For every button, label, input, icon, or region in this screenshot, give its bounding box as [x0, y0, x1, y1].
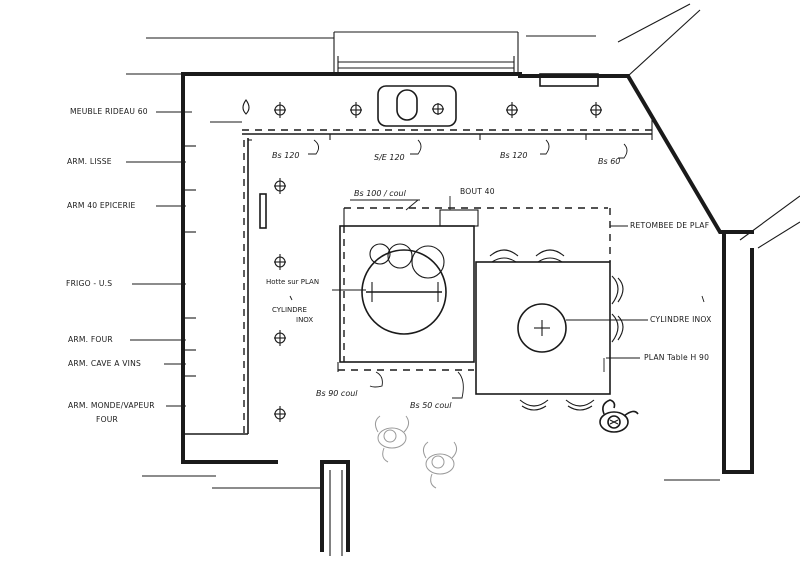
label-bs-120-right: Bs 120: [500, 151, 527, 160]
stools: [489, 249, 624, 411]
cooking-island: [337, 207, 611, 372]
label-cylindre-right: CYLINDRE INOX: [650, 315, 712, 324]
label-bs-60: Bs 60: [598, 157, 620, 166]
label-meuble-rideau: MEUBLE RIDEAU 60: [70, 107, 148, 116]
left-annotations: [126, 111, 192, 407]
label-arm-cave: ARM. CAVE A VINS: [68, 359, 141, 368]
exterior-lines: [126, 3, 800, 556]
label-arm-epicerie: ARM 40 EPICERIE: [67, 201, 136, 210]
label-frigo: FRIGO - U.S: [66, 279, 112, 288]
label-inox-left: INOX: [296, 316, 313, 324]
table: [475, 261, 611, 395]
island-annotations: [289, 196, 705, 399]
top-window: [337, 56, 515, 75]
top-annotations: [308, 139, 628, 159]
top-counter: [210, 85, 653, 140]
label-se-120: S/E 120: [374, 153, 405, 162]
label-retombee: RETOMBEE DE PLAF: [630, 221, 709, 230]
label-hotte: Hotte sur PLAN: [266, 278, 319, 286]
label-arm-four: ARM. FOUR: [68, 335, 113, 344]
left-cabinets: [183, 138, 267, 435]
outer-walls: [181, 72, 754, 552]
label-cylindre-left: CYLINDRE: [272, 306, 307, 314]
label-bs-50-coul: Bs 50 coul: [410, 401, 452, 410]
label-bs-100-coul: Bs 100 / coul: [354, 189, 407, 198]
label-arm-monde-vapeur: ARM. MONDE/VAPEUR: [68, 401, 155, 410]
label-four: FOUR: [96, 415, 119, 424]
label-bs-120-left: Bs 120: [272, 151, 299, 160]
label-arm-lisse: ARM. LISSE: [67, 157, 112, 166]
wall-unit: [539, 73, 599, 87]
sketched-figures: [374, 399, 639, 489]
label-plan-table: PLAN Table H 90: [644, 353, 709, 362]
outlet-symbols: [242, 99, 602, 422]
label-bout-40: BOUT 40: [460, 187, 495, 196]
label-bs-90-coul: Bs 90 coul: [316, 389, 358, 398]
